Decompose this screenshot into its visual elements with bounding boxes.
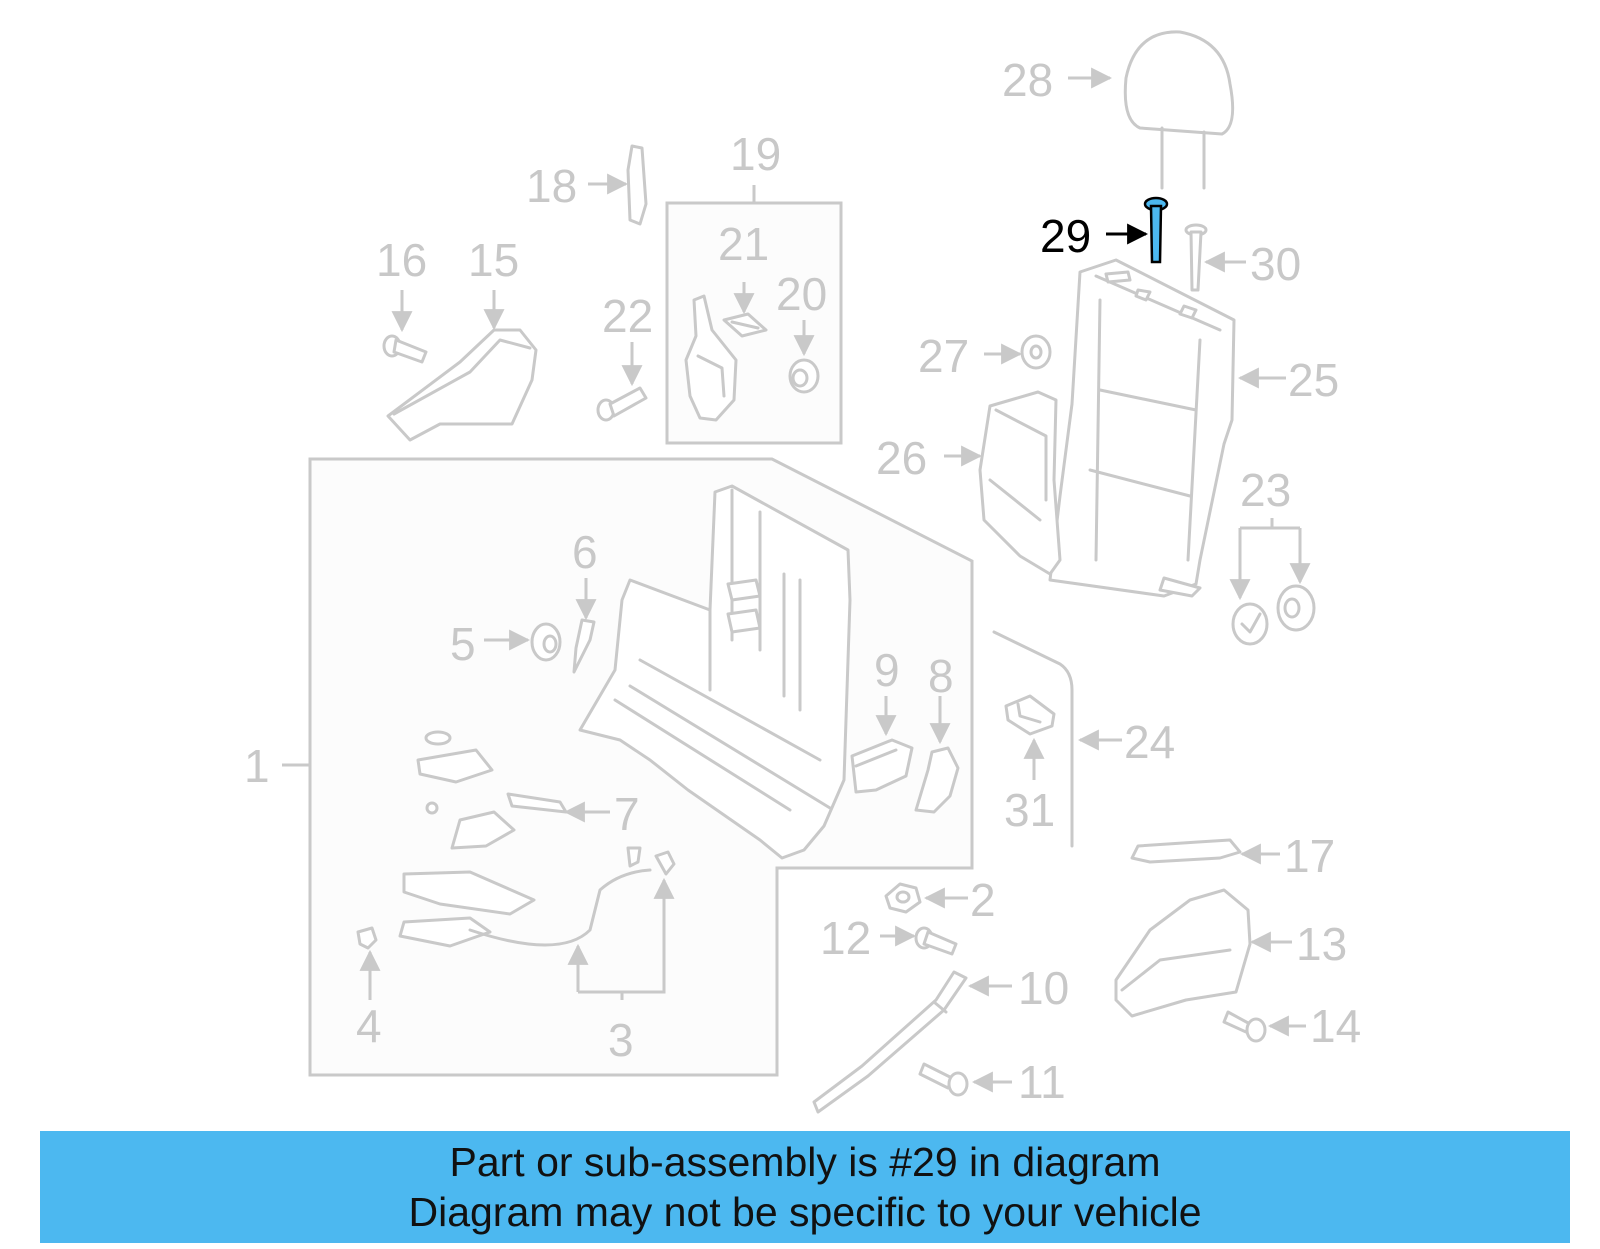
callout-5: 5 bbox=[450, 618, 476, 670]
callout-22: 22 bbox=[602, 290, 653, 342]
callout-27: 27 bbox=[918, 330, 969, 382]
part-10-drawing bbox=[812, 970, 968, 1114]
callout-14: 14 bbox=[1310, 1000, 1361, 1052]
callout-17: 17 bbox=[1284, 830, 1335, 882]
callout-25: 25 bbox=[1288, 354, 1339, 406]
part-28-drawing bbox=[1123, 30, 1235, 190]
info-banner: Part or sub-assembly is #29 in diagram D… bbox=[40, 1131, 1570, 1243]
part-13-drawing bbox=[1114, 888, 1252, 1018]
part-16-drawing bbox=[382, 334, 428, 364]
callout-2: 2 bbox=[970, 874, 996, 926]
part-14-drawing bbox=[1222, 1010, 1267, 1043]
callout-3: 3 bbox=[608, 1014, 634, 1066]
callout-18: 18 bbox=[526, 160, 577, 212]
part-17-drawing bbox=[1130, 838, 1242, 864]
part-21-drawing bbox=[722, 312, 768, 338]
callout-19: 19 bbox=[730, 128, 781, 180]
banner-disclaimer-line: Diagram may not be specific to your vehi… bbox=[408, 1189, 1202, 1235]
part-15-drawing bbox=[386, 328, 538, 442]
callout-4: 4 bbox=[356, 1000, 382, 1052]
part-29-highlighted-drawing bbox=[1143, 196, 1169, 264]
callout-31: 31 bbox=[1004, 784, 1055, 836]
part-5-drawing bbox=[530, 622, 562, 662]
part-23-drawing bbox=[1231, 584, 1316, 646]
part-11-drawing bbox=[918, 1062, 969, 1097]
group-box-19 bbox=[665, 185, 843, 445]
part-8-drawing bbox=[914, 746, 960, 814]
latch-mechanism-drawing bbox=[684, 294, 738, 422]
seat-back-drawing bbox=[1048, 258, 1236, 598]
part-20-drawing bbox=[788, 358, 820, 394]
callout-9: 9 bbox=[874, 644, 900, 696]
part-12-drawing bbox=[914, 926, 958, 956]
callout-29: 29 bbox=[1040, 210, 1091, 262]
callout-21: 21 bbox=[718, 218, 769, 270]
callout-30: 30 bbox=[1250, 238, 1301, 290]
part-9-drawing bbox=[850, 738, 914, 794]
callout-10: 10 bbox=[1018, 962, 1069, 1014]
callout-1: 1 bbox=[244, 740, 270, 792]
part-4-drawing bbox=[356, 926, 378, 950]
part-27-drawing bbox=[1020, 334, 1052, 370]
part-7-drawing bbox=[416, 730, 568, 850]
callout-6: 6 bbox=[572, 526, 598, 578]
part-2-drawing bbox=[884, 882, 922, 914]
banner-part-line: Part or sub-assembly is #29 in diagram bbox=[449, 1139, 1161, 1185]
callout-8: 8 bbox=[928, 650, 954, 702]
seat-back-foot-drawing bbox=[1158, 576, 1202, 598]
callout-7: 7 bbox=[614, 788, 640, 840]
part-30-drawing bbox=[1184, 223, 1208, 292]
callout-24: 24 bbox=[1124, 716, 1175, 768]
part-18-drawing bbox=[626, 144, 648, 226]
callout-28: 28 bbox=[1002, 54, 1053, 106]
callout-26: 26 bbox=[876, 432, 927, 484]
callout-labels: 1 2 3 4 5 6 7 8 9 10 11 12 13 14 15 16 1… bbox=[244, 54, 1361, 1108]
callout-13: 13 bbox=[1296, 918, 1347, 970]
callout-20: 20 bbox=[776, 268, 827, 320]
callout-11: 11 bbox=[1018, 1056, 1066, 1108]
part-22-drawing bbox=[596, 386, 648, 422]
callout-12: 12 bbox=[820, 912, 871, 964]
part-31-drawing bbox=[1004, 694, 1056, 736]
callout-23: 23 bbox=[1240, 464, 1291, 516]
part-24-drawing bbox=[992, 630, 1074, 848]
part-26-drawing bbox=[978, 390, 1062, 576]
callout-15: 15 bbox=[468, 234, 519, 286]
callout-16: 16 bbox=[376, 234, 427, 286]
seat-frame-drawing bbox=[578, 484, 852, 860]
part-6-drawing bbox=[572, 618, 596, 674]
